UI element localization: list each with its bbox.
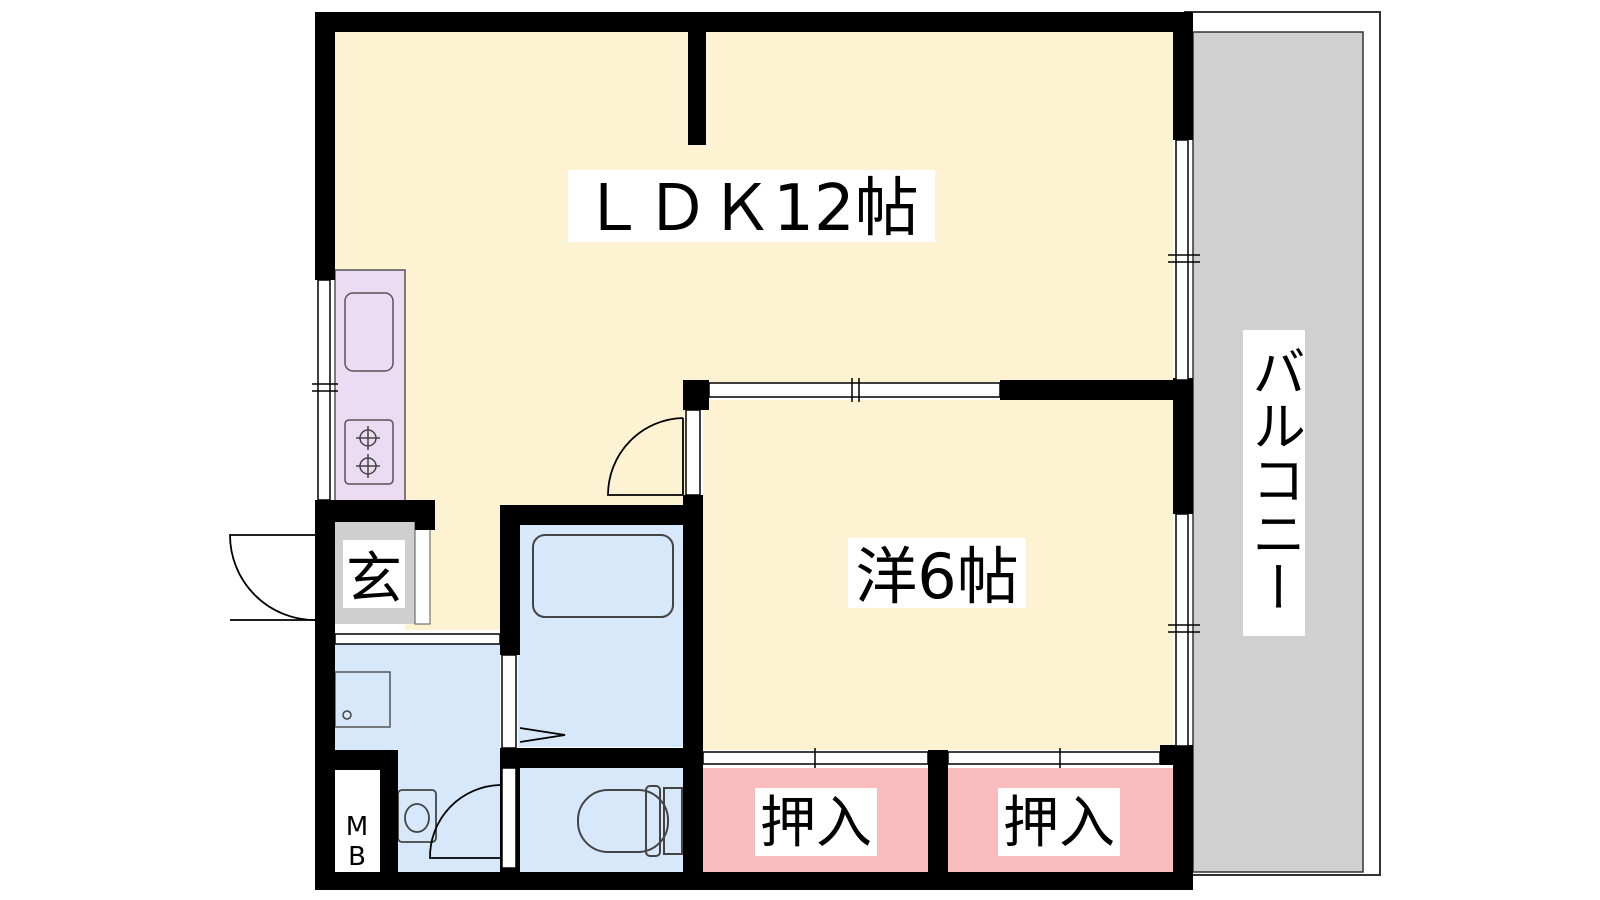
balcony-label-bg (1243, 330, 1305, 636)
windows (317, 139, 1189, 869)
ldk-label-bg (568, 170, 935, 242)
entrance-step (414, 521, 431, 625)
western-room-label: 洋6帖 (855, 540, 1018, 613)
door-swings (229, 417, 684, 859)
closet-2-label: 押入 (1003, 791, 1115, 856)
closet-1-label-bg (755, 788, 877, 856)
window-marks (312, 254, 1200, 768)
closet-2-label-bg (998, 788, 1120, 856)
washing-machine-space (334, 671, 391, 728)
meter-box-floor (335, 770, 380, 873)
stove (344, 419, 394, 485)
stove-burner-icon (356, 426, 380, 478)
kitchen-sink (344, 292, 394, 372)
toilet-room-floor (518, 768, 683, 873)
balcony-label: バルコニー (1243, 344, 1306, 614)
ldk-label: ＬＤＫ12帖 (581, 172, 918, 246)
entrance-label: 玄 (346, 547, 402, 612)
drain-icon (342, 710, 352, 720)
closet-1-label: 押入 (760, 791, 872, 856)
entrance-label-bg (343, 540, 405, 608)
toilet-icon (577, 785, 683, 857)
western-label-bg (848, 538, 1026, 608)
meter-box-label: MB (342, 812, 372, 872)
bathtub (532, 534, 674, 618)
